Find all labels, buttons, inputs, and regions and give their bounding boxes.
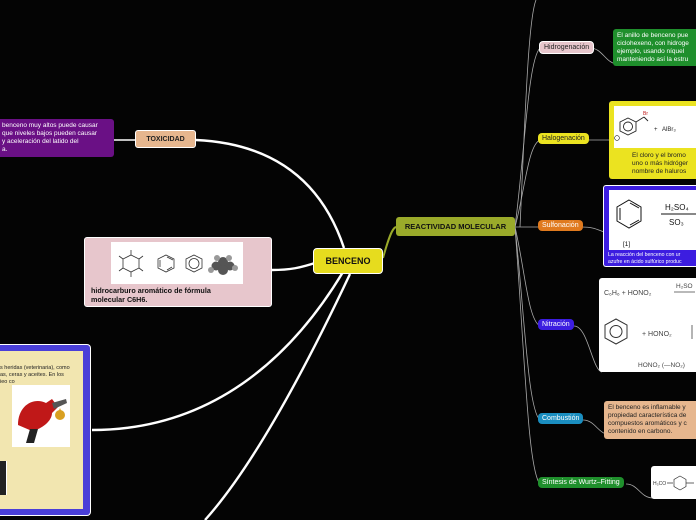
reaction-label-halogenacion[interactable]: Halogenación: [538, 133, 589, 144]
combustion-line: propiedad característica de: [608, 412, 687, 419]
svg-text:+: +: [654, 127, 658, 133]
central-topic[interactable]: BENCENO: [313, 248, 383, 274]
wurtz-fitting-detail[interactable]: H₃CO: [651, 466, 696, 499]
fuel-nozzle-image: [12, 385, 70, 447]
reference-label: [1]: [623, 241, 630, 248]
usage-inner-panel: s heridas (veterinaria), como as, ceras …: [0, 351, 83, 509]
reaction-label-wurtz-fitting[interactable]: Síntesis de Wurtz–Fitting: [538, 477, 624, 488]
nitration-reactants-label: C₆H₆ + HONO₂: [604, 290, 652, 297]
sulfur-trioxide-label: SO₃: [669, 218, 684, 227]
nitration-product-label: HONO₂ (—NO₂): [638, 362, 685, 369]
sulfonation-detail[interactable]: H₂SO₄ SO₃ [1] La reacción del benceno co…: [603, 185, 696, 267]
toxicity-line: benceno muy altos puede causar: [2, 122, 98, 129]
dark-image-fragment: [0, 461, 7, 495]
toxicity-line: y aceleración del latido del: [2, 138, 79, 145]
central-topic-label: BENCENO: [325, 256, 371, 266]
usage-line: ieo co: [0, 379, 15, 385]
bromine-label: Br: [643, 111, 648, 117]
methoxy-label: H₃CO: [653, 481, 666, 487]
nitration-reagent-label: + HONO₂: [642, 331, 672, 338]
reaction-label-nitracion[interactable]: Nitración: [538, 319, 574, 330]
catalyst-label: AlBr₃: [662, 127, 676, 133]
sulfonation-line: La reacción del benceno con ur: [608, 252, 681, 258]
toxicity-line: que niveles bajos pueden causar: [2, 130, 98, 137]
wurtz-fitting-image: H₃CO: [653, 475, 694, 491]
nitration-detail[interactable]: C₆H₆ + HONO₂ H₂SO + HONO₂ HONO₂ (—NO₂): [599, 278, 696, 372]
main-branch-reactividad[interactable]: REACTIVIDAD MOLECULAR: [396, 217, 515, 236]
benzene-structures-image: [111, 242, 243, 284]
reaction-label-combustion[interactable]: Combustión: [538, 413, 584, 424]
halogenation-line: nombre de haluros: [632, 168, 687, 175]
halogenation-line: El cloro y el bromo: [632, 152, 686, 159]
hydrogenation-detail[interactable]: El anillo de benceno pue ciclohexeno, co…: [613, 29, 696, 66]
toxicity-line: a.: [2, 146, 8, 153]
formula-line: molecular C6H6.: [91, 295, 148, 304]
toxicity-label: TOXICIDAD: [146, 135, 185, 143]
hydrogenation-line: El anillo de benceno pue: [617, 32, 689, 39]
halogenation-image: Br + AlBr₃: [614, 106, 696, 148]
formula-line: hidrocarburo aromático de fórmula: [91, 286, 211, 295]
combustion-detail[interactable]: El benceno es inflamable y propiedad car…: [604, 401, 696, 439]
toxicity-note[interactable]: benceno muy altos puede causar que nivel…: [0, 119, 114, 157]
toxicity-topic[interactable]: TOXICIDAD: [135, 130, 196, 148]
sulfuric-acid-label: H₂SO₄: [665, 203, 689, 212]
combustion-line: contenido en carbono.: [608, 428, 673, 435]
main-branch-label: REACTIVIDAD MOLECULAR: [404, 222, 507, 231]
combustion-line: compuestos aromáticos y c: [608, 420, 687, 427]
reaction-label-sulfonacion[interactable]: Sulfonación: [538, 220, 583, 231]
sulfonation-line: azufre en ácido sulfúrico produc: [608, 259, 682, 265]
hydrogenation-line: ejemplo, usando níquel: [617, 48, 685, 55]
halogenation-line: uno o más hidróger: [632, 160, 689, 167]
usage-line: as, ceras y aceites. En los: [0, 372, 64, 378]
usage-topic[interactable]: s heridas (veterinaria), como as, ceras …: [0, 344, 91, 516]
nitration-catalyst-label: H₂SO: [676, 283, 693, 290]
combustion-line: El benceno es inflamable y: [608, 404, 686, 411]
sulfonation-image: H₂SO₄ SO₃ [1]: [609, 190, 696, 250]
usage-line: s heridas (veterinaria), como: [0, 365, 70, 371]
reaction-label-hidrogenacion[interactable]: Hidrogenación: [539, 41, 595, 54]
nitration-image: C₆H₆ + HONO₂ H₂SO + HONO₂ HONO₂ (—NO₂): [604, 283, 695, 369]
hydrogenation-line: manteniendo así la estru: [617, 56, 689, 63]
hydrogenation-line: ciclohexeno, con hidroge: [617, 40, 689, 47]
halogenation-detail[interactable]: Br + AlBr₃ El cloro y el bromo uno o más…: [609, 101, 696, 179]
formula-topic[interactable]: hidrocarburo aromático de fórmula molecu…: [84, 237, 272, 307]
